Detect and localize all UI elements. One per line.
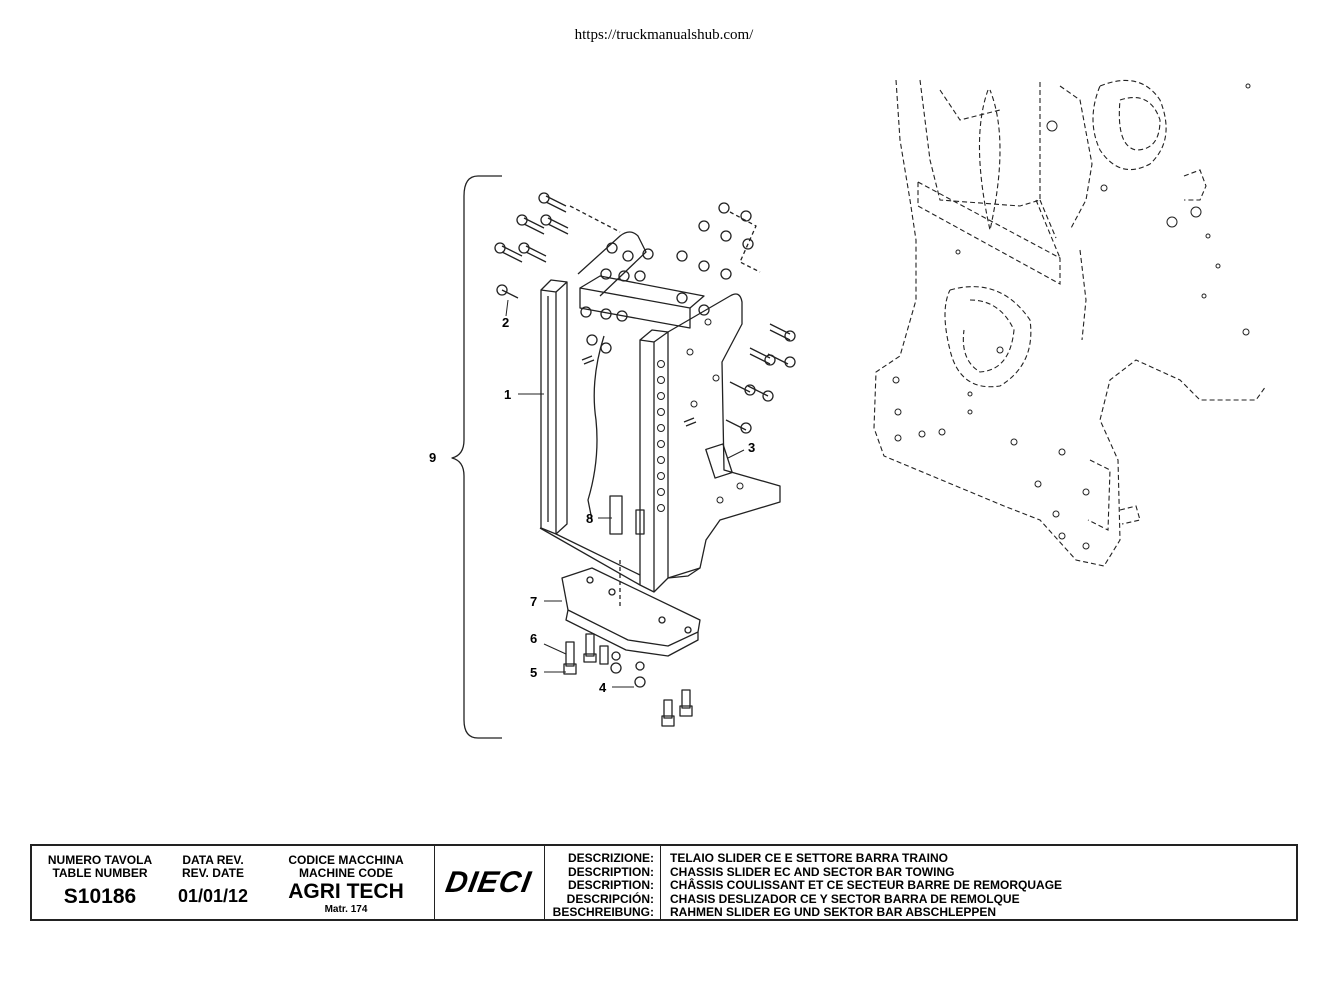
rev-date: 01/01/12: [177, 886, 249, 906]
description-label-de: BESCHREIBUNG:: [552, 905, 654, 919]
description-label-fr: DESCRIPTION:: [567, 878, 654, 892]
rev-date-label-en: REV. DATE: [181, 866, 244, 880]
description-text-es: CHASIS DESLIZADOR CE Y SECTOR BARRA DE R…: [670, 891, 1020, 906]
callout-6: 6: [530, 631, 537, 646]
callout-4: 4: [599, 680, 607, 695]
description-texts: TELAIO SLIDER CE E SETTORE BARRA TRAINO …: [670, 851, 1063, 920]
logo-text: DIECI: [443, 865, 535, 899]
table-number: S10186: [63, 885, 137, 908]
rev-date-cell: DATA REV. REV. DATE 01/01/12: [168, 846, 258, 919]
leader-lines: [505, 299, 745, 688]
machine-code: AGRI TECH: [288, 880, 404, 903]
rev-date-label-it: DATA REV.: [182, 853, 244, 867]
description-label-it: DESCRIZIONE:: [567, 851, 654, 865]
description-label-es: DESCRIPCIÓN:: [566, 891, 654, 906]
nut-cluster-upper: [580, 202, 761, 354]
divider: [434, 846, 435, 919]
divider: [544, 846, 545, 919]
upright-holes: [657, 318, 744, 512]
bolt-group-upper-left: [494, 192, 621, 299]
description-text-en: CHASSIS SLIDER EC AND SECTOR BAR TOWING: [670, 864, 955, 879]
divider: [660, 846, 661, 919]
callout-9: 9: [429, 450, 436, 465]
callout-1: 1: [504, 387, 511, 402]
matr-number: Matr. 174: [324, 904, 368, 915]
pin-bolt-8: [609, 495, 645, 535]
description-text-it: TELAIO SLIDER CE E SETTORE BARRA TRAINO: [670, 851, 949, 865]
description-label-en: DESCRIPTION:: [567, 864, 654, 879]
callout-5: 5: [530, 665, 537, 680]
callout-3: 3: [748, 440, 755, 455]
dieci-logo: DIECI: [434, 846, 544, 919]
chassis-outline-dashed: [873, 79, 1267, 567]
machine-code-cell: CODICE MACCHINA MACHINE CODE AGRI TECH M…: [258, 846, 434, 919]
assembly-brace: [451, 175, 502, 739]
exploded-parts-diagram: 1 2 3 4 5 6 7 8 9: [429, 79, 1267, 739]
table-number-cell: NUMERO TAVOLA TABLE NUMBER S10186: [32, 846, 168, 919]
description-text-de: RAHMEN SLIDER EG UND SEKTOR BAR ABSCHLEP…: [670, 905, 997, 919]
bolt-group-right: [725, 323, 796, 434]
description-text-fr: CHÂSSIS COULISSANT ET CE SECTEUR BARRE D…: [670, 878, 1063, 892]
slider-frame: [539, 231, 781, 593]
machine-code-label-it: CODICE MACCHINA: [288, 853, 404, 867]
machine-code-label-en: MACHINE CODE: [298, 866, 393, 880]
source-url[interactable]: https://truckmanualshub.com/: [574, 27, 754, 43]
table-number-label-en: TABLE NUMBER: [52, 866, 148, 880]
title-block: NUMERO TAVOLA TABLE NUMBER S10186 DATA R…: [30, 844, 1298, 921]
description-labels: DESCRIZIONE: DESCRIPTION: DESCRIPTION: D…: [544, 851, 654, 920]
tow-sector-plate: [561, 560, 701, 657]
callout-8: 8: [586, 511, 593, 526]
table-number-label-it: NUMERO TAVOLA: [47, 853, 153, 867]
chassis-holes: [892, 83, 1251, 550]
callout-2: 2: [502, 315, 509, 330]
bottom-fasteners: [563, 633, 693, 727]
callout-7: 7: [530, 594, 537, 609]
